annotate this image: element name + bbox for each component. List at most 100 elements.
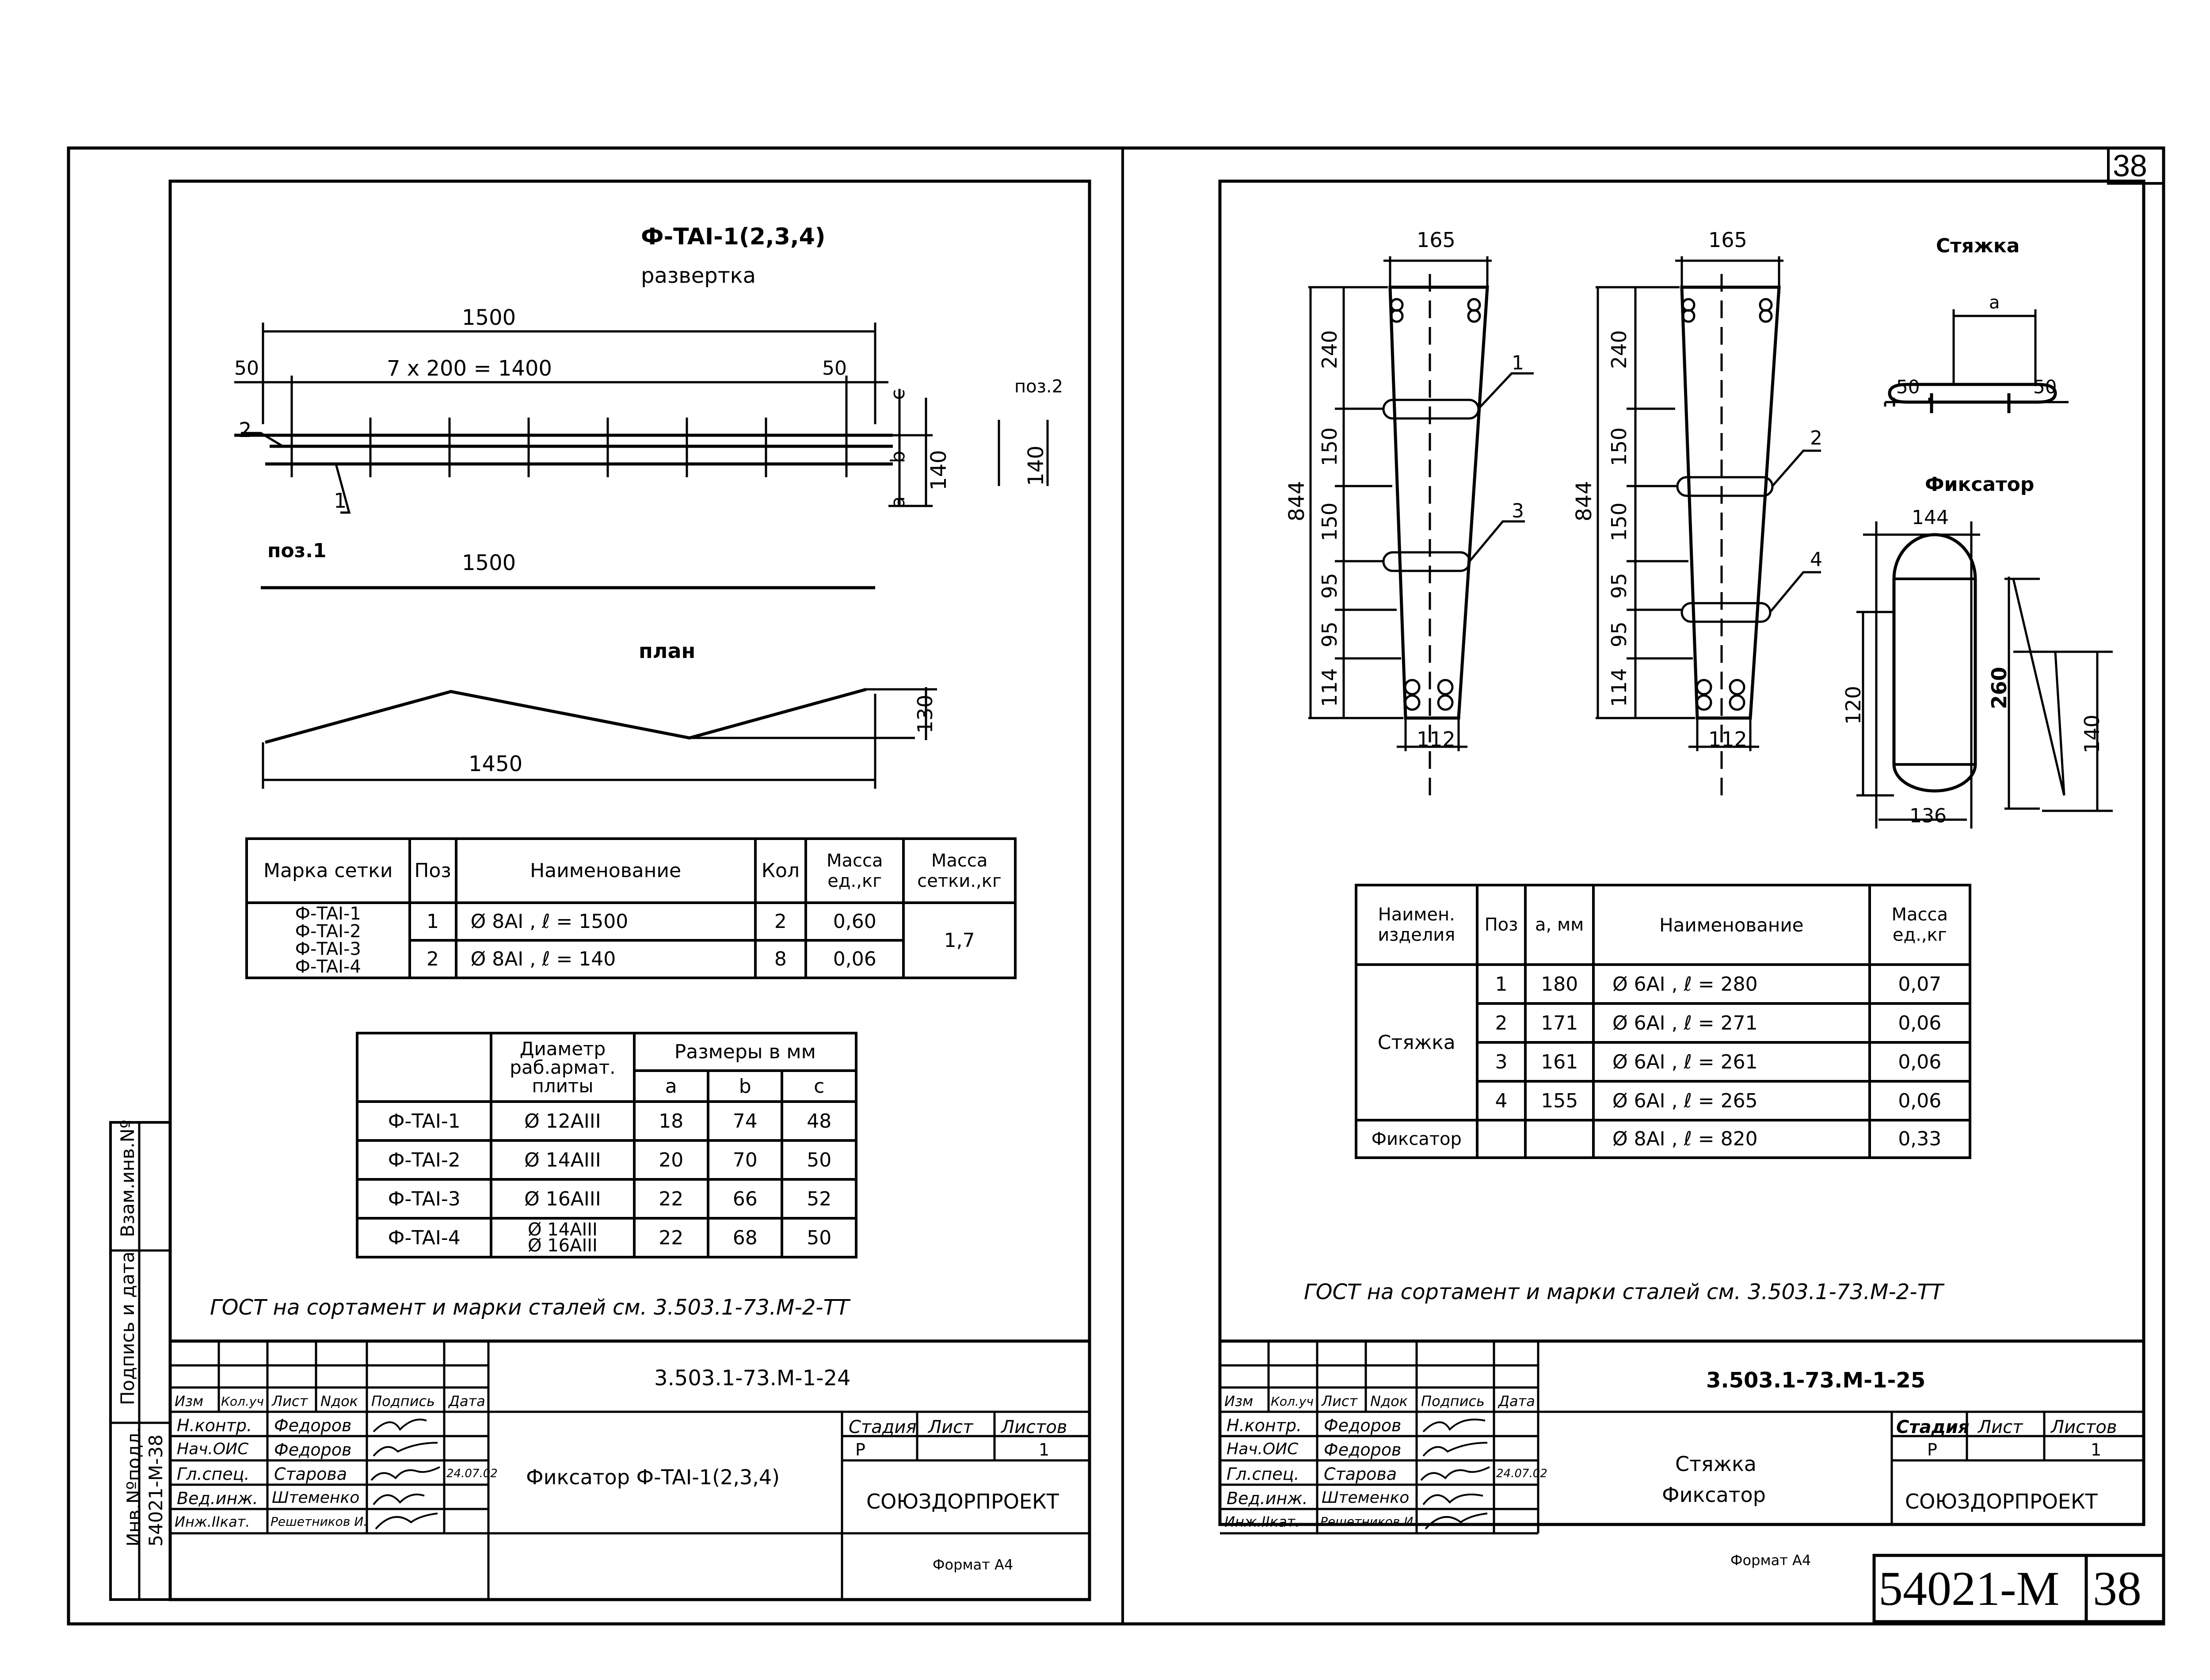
r-a: 155 — [1524, 1080, 1595, 1121]
sz-mark: Ф-TAI-2 — [355, 1139, 493, 1181]
th-b: b — [707, 1069, 784, 1103]
right-tb-sheets-v: 1 — [2091, 1440, 2102, 1460]
right-tb-col-kol: Кол.уч — [1271, 1394, 1314, 1409]
left-tb-code: 3.503.1-73.М-1-24 — [654, 1366, 851, 1391]
sz-diam: Ø 16AIII — [490, 1178, 636, 1220]
right-format: Формат А4 — [1730, 1552, 1811, 1569]
row2-pos: 2 — [408, 939, 457, 979]
callout-2: 2 — [239, 418, 252, 442]
r-name: Ø 6AI , ℓ = 265 — [1592, 1080, 1871, 1121]
sz-a: 18 — [633, 1100, 710, 1142]
right-tb-stage-h: Стадия — [1896, 1417, 1970, 1437]
th-pos: Поз — [408, 837, 457, 904]
fix-label: Фиксатор — [1355, 1119, 1478, 1159]
sz-a: 22 — [633, 1217, 710, 1258]
dim-pitch: 7 x 200 = 1400 — [387, 356, 552, 381]
callout-part-1: 1 — [1512, 352, 1524, 374]
mesh-spec-table: Марка сетки Поз Наименование Кол Масса е… — [245, 837, 1017, 979]
left-title: Ф-TAI-1(2,3,4) — [641, 224, 826, 250]
sz-b: 74 — [707, 1100, 784, 1142]
fix-pos — [1475, 1119, 1527, 1159]
sz-c: 50 — [781, 1139, 857, 1181]
left-tb-sheets-h: Листов — [1001, 1417, 1067, 1437]
plan-title: план — [639, 639, 696, 663]
sz-c: 52 — [781, 1178, 857, 1220]
th-a-mm: a, мм — [1524, 884, 1595, 966]
r-a: 171 — [1524, 1002, 1595, 1044]
th-mass-mesh: Масса сетки.,кг — [902, 837, 1017, 904]
sz-c: 50 — [781, 1217, 857, 1258]
fix-a — [1524, 1119, 1595, 1159]
sz-mark: Ф-TAI-4 — [355, 1217, 493, 1258]
left-tb-name-3: Старова — [274, 1464, 347, 1484]
right-tb-role-2: Нач.ОИС — [1227, 1440, 1299, 1458]
mark-2: Ф-TAI-2 — [295, 921, 361, 942]
right-tb-sheets-h: Листов — [2051, 1417, 2117, 1437]
row2-mass: 0,06 — [804, 939, 905, 979]
sz-mark: Ф-TAI-1 — [355, 1100, 493, 1142]
sz-c: 48 — [781, 1100, 857, 1142]
left-tb-org: СОЮЗДОРПРОЕКТ — [866, 1490, 1059, 1513]
left-tb-col-kol: Кол.уч — [221, 1394, 264, 1409]
r-name: Ø 6AI , ℓ = 261 — [1592, 1041, 1871, 1083]
right-tb-col-izm: Изм — [1224, 1393, 1254, 1410]
left-tb-role-4: Вед.инж. — [177, 1489, 258, 1508]
r-pos: 1 — [1475, 963, 1527, 1005]
fiksator-bottom: 136 — [1909, 805, 1947, 827]
sheet-corner-number: 38 — [2113, 148, 2147, 183]
left-subtitle: развертка — [641, 263, 756, 288]
row1-qty: 2 — [754, 901, 808, 942]
sz-diam: Ø 12AIII — [490, 1100, 636, 1142]
r-pos: 4 — [1475, 1080, 1527, 1121]
left-tb-col-ndok: Nдок — [320, 1393, 358, 1410]
r-a: 161 — [1524, 1041, 1595, 1083]
left-tb-role-1: Н.контр. — [177, 1416, 252, 1435]
left-tb-stage-h: Стадия — [849, 1417, 917, 1437]
right-tb-role-1: Н.контр. — [1227, 1416, 1302, 1435]
right-tb-role-3: Гл.спец. — [1227, 1464, 1299, 1484]
plan-width: 1450 — [469, 752, 523, 776]
row1-mass: 0,60 — [804, 901, 905, 942]
left-tb-sheets-v: 1 — [1039, 1440, 1050, 1460]
r-name: Ø 6AI , ℓ = 271 — [1592, 1002, 1871, 1044]
left-tb-name-1: Федоров — [274, 1416, 352, 1435]
p1-bottom: 112 — [1417, 727, 1456, 751]
left-tb-role-2: Нач.ОИС — [177, 1440, 249, 1458]
th-c: c — [781, 1069, 857, 1103]
sz-mark: Ф-TAI-3 — [355, 1178, 493, 1220]
sz-b: 66 — [707, 1178, 784, 1220]
left-tb-sheet-h: Лист — [928, 1417, 973, 1437]
mark-4: Ф-TAI-4 — [295, 957, 361, 977]
th-mass: Масса ед.,кг — [1868, 884, 1972, 966]
left-tb-col-date: Дата — [449, 1393, 485, 1410]
r-a: 180 — [1524, 963, 1595, 1005]
left-tb-col-sign: Подпись — [371, 1393, 435, 1410]
row2-qty: 8 — [754, 939, 808, 979]
r-pos: 3 — [1475, 1041, 1527, 1083]
mark-1: Ф-TAI-1 — [295, 904, 361, 924]
right-tb-stage-v: Р — [1927, 1440, 1937, 1460]
left-tb-col-list: Лист — [272, 1393, 308, 1410]
left-tb-name-2: Федоров — [274, 1440, 352, 1460]
right-tb-col-date: Дата — [1498, 1393, 1535, 1410]
right-tb-role-4: Вед.инж. — [1227, 1489, 1308, 1508]
pos1-length: 1500 — [462, 551, 516, 575]
right-tb-sheet-h: Лист — [1978, 1417, 2023, 1437]
right-tb-name-1: Федоров — [1324, 1416, 1402, 1435]
r-mass: 0,06 — [1868, 1002, 1972, 1044]
callout-1: 1 — [334, 489, 347, 513]
sz-b: 70 — [707, 1139, 784, 1181]
r-mass: 0,06 — [1868, 1041, 1972, 1083]
right-tb-code: 3.503.1-73.М-1-25 — [1706, 1368, 1926, 1393]
left-tb-title: Фиксатор Ф-TAI-1(2,3,4) — [526, 1465, 780, 1489]
sz-diam: Ø 14AIII — [490, 1139, 636, 1181]
right-tb-org: СОЮЗДОРПРОЕКТ — [1905, 1490, 2098, 1513]
right-tb-name-4: Штеменко — [1322, 1489, 1410, 1507]
sz-a: 20 — [633, 1139, 710, 1181]
row1-pos: 1 — [408, 901, 457, 942]
r-mass: 0,07 — [1868, 963, 1972, 1005]
callout-part-2: 2 — [1810, 427, 1822, 449]
